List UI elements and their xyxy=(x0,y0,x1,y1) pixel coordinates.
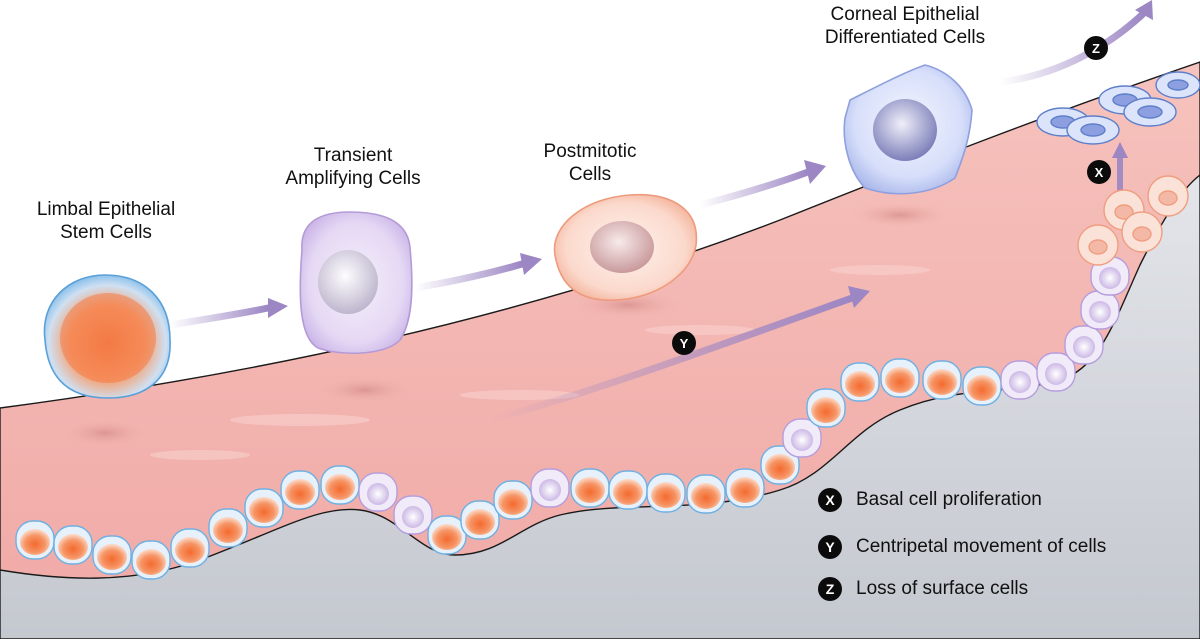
arrow-proliferation xyxy=(1112,142,1128,198)
basal-stem-cell xyxy=(208,508,248,548)
basal-stem-cell xyxy=(760,445,800,485)
basal-stem-cell xyxy=(570,468,610,508)
svg-text:Y: Y xyxy=(680,336,689,351)
transient-amplifying-cell xyxy=(299,211,413,355)
marker-x: X xyxy=(1087,160,1111,184)
basal-stem-cell xyxy=(170,528,210,568)
basal-amplifying-cell xyxy=(1064,325,1104,365)
basal-stem-cell xyxy=(922,360,962,400)
basal-amplifying-cell xyxy=(358,472,398,512)
arrow-centripetal xyxy=(486,294,856,424)
label-corneal-differentiated: Corneal Epithelial Differentiated Cells xyxy=(795,3,1015,49)
stem-cell xyxy=(43,274,171,399)
label-stem-line2: Stem Cells xyxy=(60,222,152,243)
legend-marker-z: Z xyxy=(818,577,842,601)
marker-z: Z xyxy=(1084,36,1108,60)
label-transient-line1: Transient xyxy=(313,145,393,166)
surface-squamous-cells xyxy=(1036,71,1200,145)
basal-stem-cell xyxy=(880,358,920,398)
legend-marker-y: Y xyxy=(818,535,842,559)
basal-amplifying-cell xyxy=(530,468,570,508)
basal-stem-cell xyxy=(244,488,284,528)
progression-arrows xyxy=(166,8,1149,424)
label-stem-line1: Limbal Epithelial xyxy=(36,199,176,220)
label-postmitotic-line1: Postmitotic xyxy=(543,141,637,162)
basal-stem-cell xyxy=(427,515,467,555)
basal-amplifying-cell xyxy=(393,495,433,535)
label-corneal-line2: Differentiated Cells xyxy=(824,27,986,48)
basal-stem-cell xyxy=(806,388,846,428)
basal-stem-cell xyxy=(646,473,686,513)
label-stem-cells: Limbal Epithelial Stem Cells xyxy=(6,198,206,244)
legend-item-z: Z Loss of surface cells xyxy=(818,576,1028,602)
legend-text-x: Basal cell proliferation xyxy=(856,489,1042,510)
legend-item-y: Y Centripetal movement of cells xyxy=(818,534,1106,560)
basal-stem-cell xyxy=(608,470,648,510)
legend-text-y: Centripetal movement of cells xyxy=(856,536,1107,557)
corneal-differentiated-cell xyxy=(843,64,973,195)
basal-amplifying-cell xyxy=(1080,290,1120,330)
arrow-heads xyxy=(268,0,1153,318)
basal-stem-cell xyxy=(686,474,726,514)
basal-stem-cell xyxy=(280,470,320,510)
epithelium-texture xyxy=(150,265,930,460)
label-transient-line2: Amplifying Cells xyxy=(285,168,421,189)
legend-item-x: X Basal cell proliferation xyxy=(818,487,1042,513)
legend-text-z: Loss of surface cells xyxy=(856,578,1029,599)
basal-stem-cell xyxy=(320,465,360,505)
basal-stem-cell xyxy=(460,500,500,540)
label-postmitotic: Postmitotic Cells xyxy=(520,140,660,186)
suprabasal-wing-cells xyxy=(1077,175,1189,266)
svg-text:Z: Z xyxy=(1092,41,1100,56)
label-corneal-line1: Corneal Epithelial xyxy=(830,4,980,25)
basal-amplifying-cell xyxy=(1036,352,1076,392)
basal-amplifying-cell xyxy=(1090,256,1130,296)
basal-stem-cell xyxy=(53,525,93,565)
basal-stem-cell xyxy=(493,480,533,520)
basal-amplifying-cell xyxy=(1000,360,1040,400)
arrow-loss-surface xyxy=(996,8,1149,86)
legend-marker-x: X xyxy=(818,488,842,512)
basal-stem-cell xyxy=(92,535,132,575)
svg-text:X: X xyxy=(1095,165,1104,180)
basal-amplifying-cell xyxy=(782,418,822,458)
cell-shadows xyxy=(60,202,950,447)
basal-stem-cell xyxy=(131,540,171,580)
postmitotic-cell xyxy=(553,193,698,301)
marker-y: Y xyxy=(672,331,696,355)
arrow-postmitotic-to-corneal xyxy=(696,168,812,209)
basal-cell-row xyxy=(15,256,1130,580)
label-transient-amplifying: Transient Amplifying Cells xyxy=(268,144,438,190)
basal-stem-cell xyxy=(725,468,765,508)
basal-stem-cell xyxy=(840,362,880,402)
basal-stem-cell xyxy=(962,366,1002,406)
label-postmitotic-line2: Cells xyxy=(568,164,612,185)
arrow-stem-to-ta xyxy=(166,304,272,329)
basal-stem-cell xyxy=(15,520,55,560)
arrow-ta-to-postmitotic xyxy=(411,260,526,292)
